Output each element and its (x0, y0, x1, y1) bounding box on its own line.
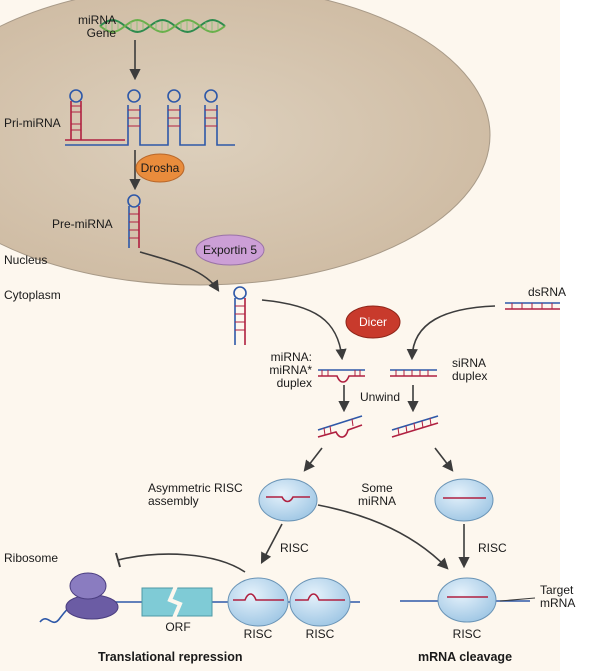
sirna-duplex (390, 369, 437, 377)
label-unwind: Unwind (360, 390, 401, 404)
nucleus (0, 0, 491, 286)
arrow-some-mirna-cleavage (317, 504, 449, 570)
label-cytoplasm: Cytoplasm (4, 288, 61, 302)
page-margin (560, 0, 593, 671)
cytoplasm-pre-mirna (233, 286, 247, 345)
label-drosha: Drosha (140, 161, 180, 175)
caption-translational-repression: Translational repression (98, 650, 243, 664)
label-risc-bottom-3: RISC (452, 627, 482, 641)
label-orf: ORF (165, 620, 191, 634)
label-nucleus: Nucleus (4, 253, 48, 267)
risc-cleavage (437, 577, 497, 623)
label-dsrna: dsRNA (528, 285, 567, 299)
mirna-gene-helix (99, 19, 226, 33)
mirna-duplex (318, 369, 365, 383)
exportin5-protein (195, 234, 265, 266)
caption-mrna-cleavage: mRNA cleavage (418, 650, 513, 664)
risc-bound-2 (289, 577, 351, 627)
orf-segment (141, 585, 213, 619)
pri-mirna-transcript (65, 89, 235, 146)
label-sirna-duplex: siRNA duplex (452, 356, 488, 383)
label-ribosome: Ribosome (4, 551, 59, 565)
inhibition-line (117, 553, 246, 573)
inhibition-bar (115, 552, 121, 568)
label-mirna-gene: miRNA Gene (78, 13, 116, 40)
label-dicer: Dicer (358, 315, 387, 329)
label-risc-bottom-1: RISC (243, 627, 273, 641)
label-pri-mirna: Pri-miRNA (4, 116, 61, 130)
risc-complex-sirna (434, 478, 494, 522)
target-pointer (499, 597, 536, 602)
label-risc-left: RISC (280, 541, 309, 555)
label-exportin5: Exportin 5 (202, 243, 258, 257)
dicer-enzyme (345, 305, 401, 339)
dsrna-molecule (505, 302, 560, 310)
label-mirna-duplex: miRNA: miRNA* duplex (269, 350, 312, 390)
arrow-to-risc-right (434, 447, 454, 472)
arrow-export (139, 251, 220, 292)
risc-complex-mirna (258, 478, 318, 522)
ribosome (65, 572, 119, 620)
label-asymmetric-risc: Asymmetric RISC assembly (148, 481, 243, 508)
unwound-sirna-strands (391, 415, 439, 438)
unwound-mirna-strands (317, 415, 363, 438)
pre-mirna-hairpin (127, 194, 141, 248)
risc-bound-1 (227, 577, 289, 627)
drosha-enzyme (135, 153, 185, 183)
arrow-risc-to-repression (260, 523, 283, 564)
label-pre-mirna: Pre-miRNA (52, 217, 113, 231)
arrow-to-risc-left (303, 447, 323, 472)
label-risc-right: RISC (478, 541, 507, 555)
arrow-pre-to-dicer (261, 299, 347, 361)
arrow-dsrna-to-dicer (406, 305, 496, 361)
label-risc-bottom-2: RISC (305, 627, 335, 641)
label-some-mirna: Some miRNA (358, 481, 396, 508)
label-target-mrna: Target mRNA (540, 583, 576, 610)
